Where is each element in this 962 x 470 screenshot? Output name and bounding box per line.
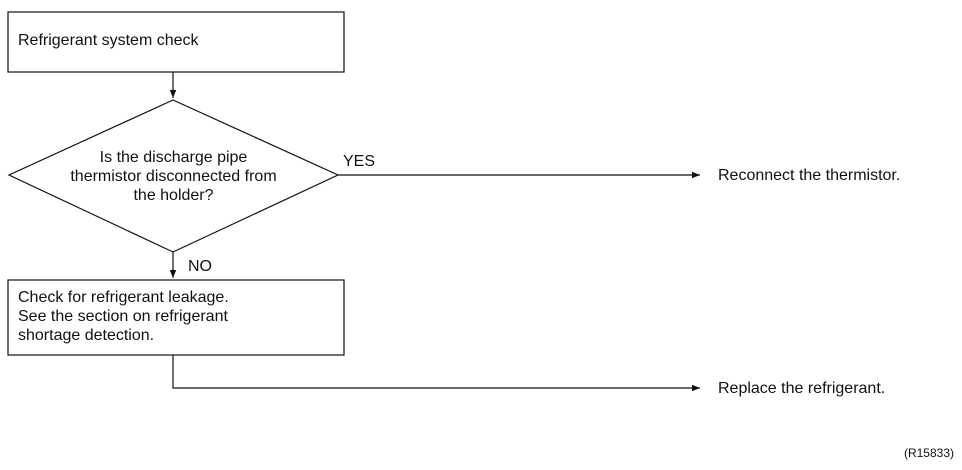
figure-code: (R15833) xyxy=(903,446,954,460)
start-box-text: Refrigerant system check xyxy=(18,32,199,49)
yes-label: YES xyxy=(343,153,376,170)
final-connector xyxy=(172,355,700,392)
decision-text: Is the discharge pipe thermistor disconn… xyxy=(70,149,277,204)
start-box xyxy=(7,11,345,73)
yes-result-text: Reconnect the thermistor. xyxy=(718,167,901,184)
leakage-check-box xyxy=(7,279,345,356)
leakage-box-text: Check for refrigerant leakage. See the s… xyxy=(18,289,229,344)
final-result-text: Replace the refrigerant. xyxy=(718,380,886,397)
no-label: NO xyxy=(188,258,212,275)
